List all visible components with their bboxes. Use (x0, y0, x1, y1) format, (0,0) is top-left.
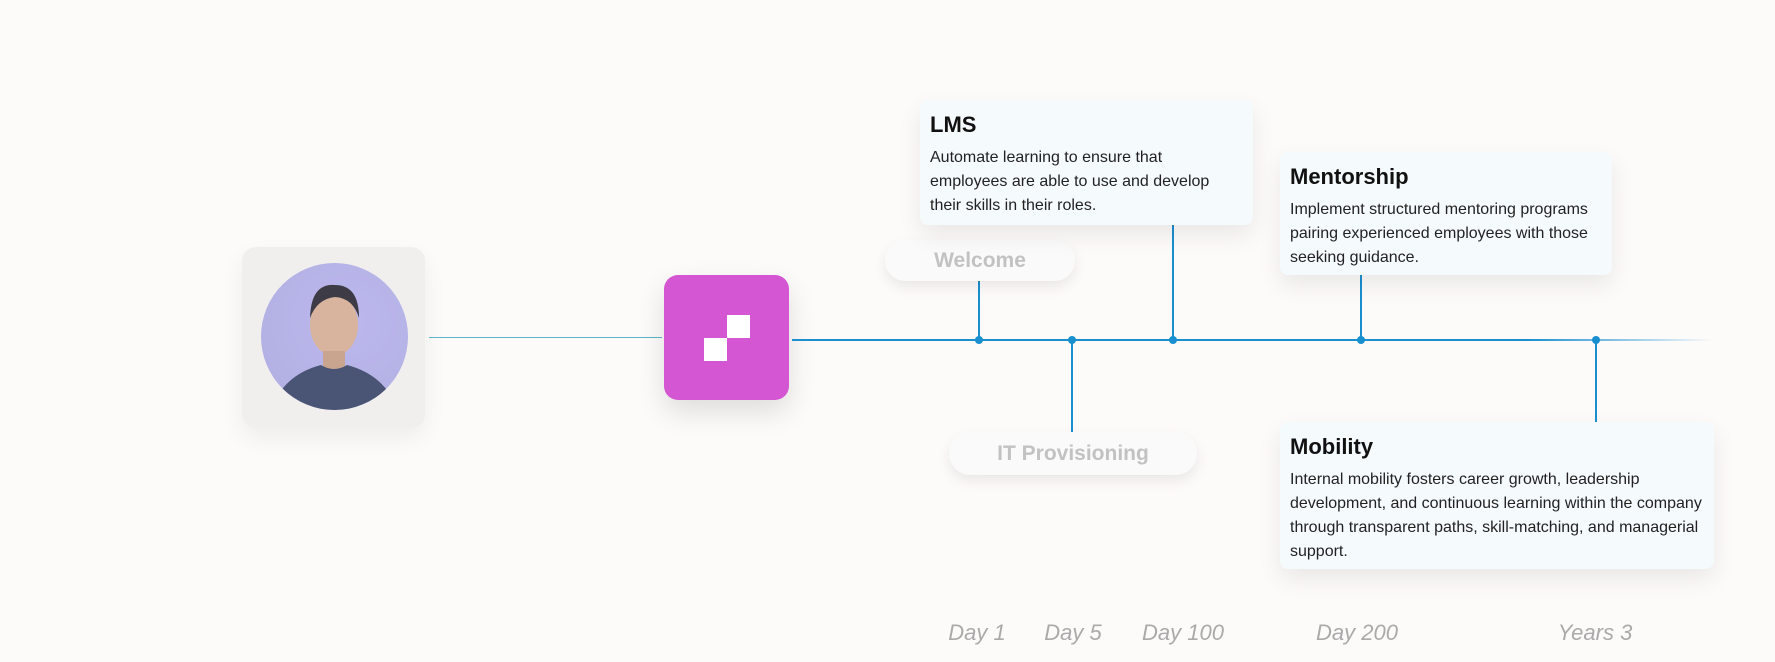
timeline-dot (1592, 336, 1600, 344)
app-logo-icon[interactable] (664, 275, 789, 400)
lms-card[interactable]: LMS Automate learning to ensure that emp… (920, 100, 1253, 225)
mentorship-card[interactable]: Mentorship Implement structured mentorin… (1280, 152, 1612, 275)
mobility-stem (1595, 340, 1597, 422)
it-stem (1071, 340, 1073, 432)
card-description: Internal mobility fosters career growth,… (1290, 471, 1702, 560)
connector-line (429, 337, 662, 338)
card-description: Implement structured mentoring programs … (1290, 201, 1588, 266)
timeline-label: Day 1 (948, 620, 1006, 645)
mobility-card[interactable]: Mobility Internal mobility fosters caree… (1280, 422, 1714, 569)
mentorship-stem (1360, 275, 1362, 339)
timeline-dot (1169, 336, 1177, 344)
avatar (261, 263, 408, 410)
welcome-stem (978, 281, 980, 339)
timeline-label: Day 100 (1142, 620, 1224, 645)
lms-stem (1172, 225, 1174, 339)
timeline-dot (1068, 336, 1076, 344)
person-icon (271, 284, 398, 410)
timeline-axis (792, 339, 1712, 341)
timeline-label: Day 200 (1316, 620, 1398, 645)
timeline-dot (1357, 336, 1365, 344)
timeline-dot (975, 336, 983, 344)
card-title: LMS (930, 112, 977, 137)
card-title: Mentorship (1290, 164, 1409, 189)
timeline-label: Years 3 (1557, 620, 1633, 645)
profile-card[interactable] (242, 247, 425, 428)
card-description: Automate learning to ensure that employe… (930, 149, 1210, 214)
it-provisioning-pill[interactable]: IT Provisioning (949, 432, 1197, 475)
timeline-label: Day 5 (1044, 620, 1102, 645)
welcome-pill[interactable]: Welcome (885, 240, 1075, 281)
card-title: Mobility (1290, 434, 1374, 459)
